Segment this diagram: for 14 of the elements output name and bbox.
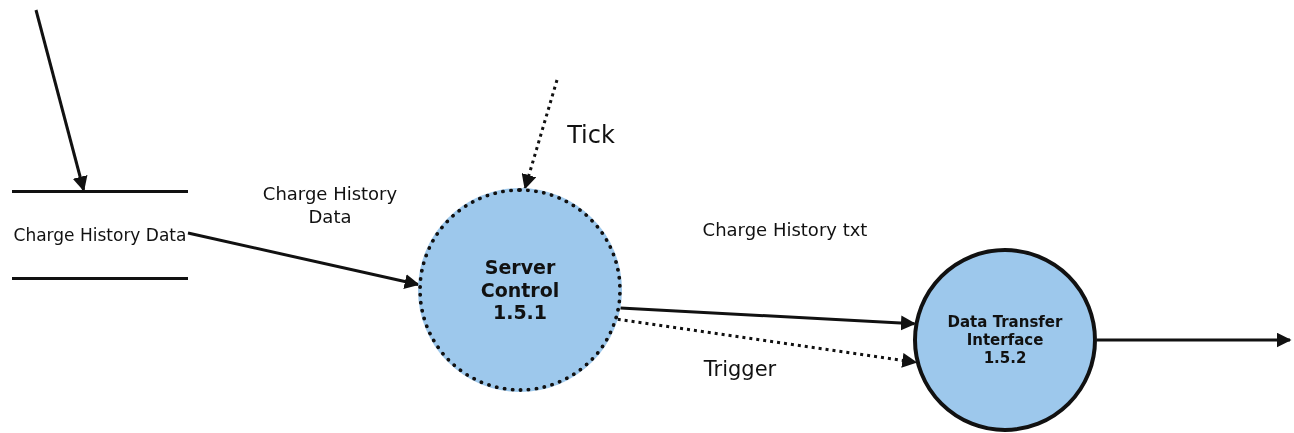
data-store bbox=[12, 190, 188, 280]
edge-label: Charge History Data bbox=[261, 182, 399, 229]
node-label: Charge History Data bbox=[13, 223, 187, 247]
node-label: Data Transfer Interface 1.5.2 bbox=[947, 313, 1063, 367]
arrow bbox=[521, 79, 559, 190]
arrow bbox=[1097, 332, 1292, 348]
arrow bbox=[620, 306, 916, 331]
edge-label: Tick bbox=[566, 120, 616, 151]
edge-label: Charge History txt bbox=[701, 218, 869, 242]
edge-label: Trigger bbox=[702, 356, 778, 383]
node-label: Server Control 1.5.1 bbox=[479, 255, 561, 325]
arrow bbox=[34, 9, 88, 192]
arrow bbox=[187, 231, 420, 289]
arrow bbox=[617, 317, 918, 368]
